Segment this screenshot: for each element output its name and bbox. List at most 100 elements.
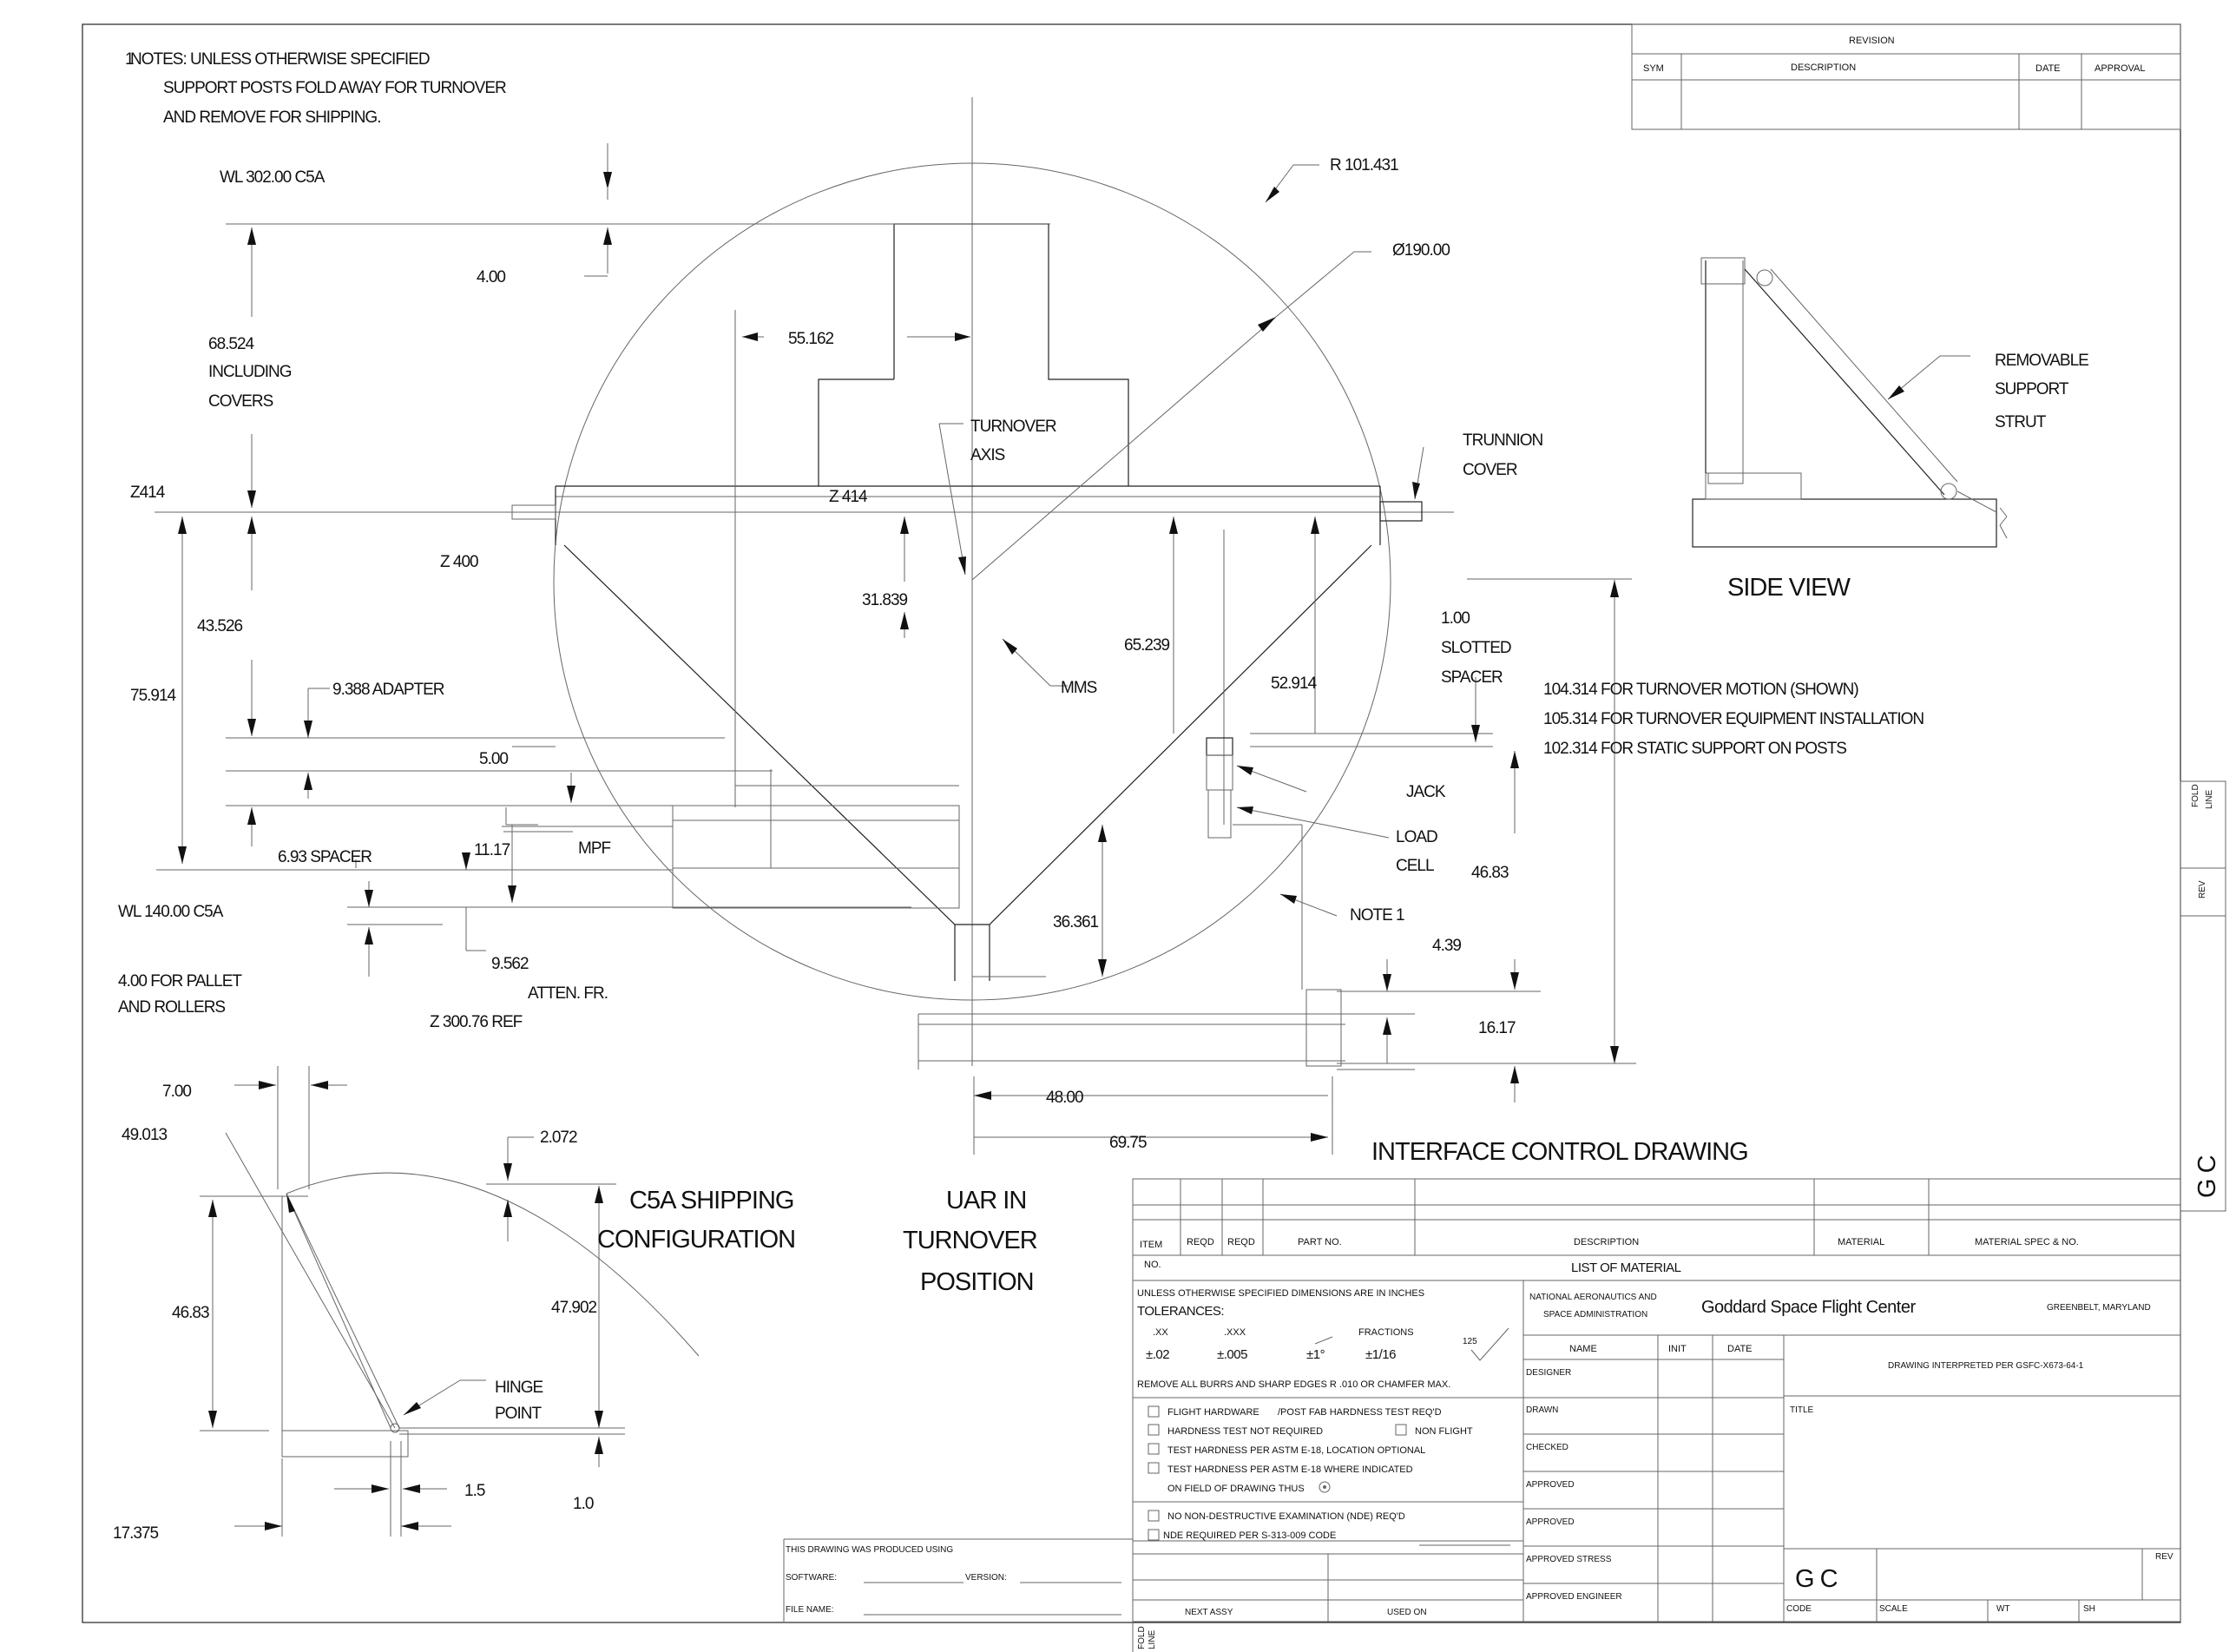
tb-on-field: ON FIELD OF DRAWING THUS <box>1167 1484 1305 1494</box>
label-wl140: WL 140.00 C5A <box>118 903 224 921</box>
label-spacer: SPACER <box>1441 668 1503 687</box>
tb-init: INIT <box>1668 1344 1687 1354</box>
side-view-drawing <box>1692 257 2008 548</box>
label-axis: AXIS <box>970 446 1005 464</box>
bottom-line: LINE <box>1148 1629 1157 1649</box>
label-z300: Z 300.76 REF <box>430 1013 523 1031</box>
label-1-0: 1.0 <box>573 1495 594 1513</box>
label-36-361: 36.361 <box>1053 913 1099 931</box>
tb-interpreted: DRAWING INTERPRETED PER GSFC-X673-64-1 <box>1888 1361 2084 1371</box>
label-hinge: HINGE <box>495 1379 543 1397</box>
caption-uar-in: UAR IN <box>946 1187 1026 1214</box>
tb-tol-xx: ±.02 <box>1146 1347 1169 1362</box>
label-atten-fr: ATTEN. FR. <box>528 984 608 1003</box>
tb-tol-fraction: ±1/16 <box>1365 1347 1396 1362</box>
tb-approved-2: APPROVED <box>1526 1517 1575 1527</box>
label-z414-left: Z414 <box>130 484 166 502</box>
notes-line-1: SUPPORT POSTS FOLD AWAY FOR TURNOVER <box>163 79 506 97</box>
tb-approved-stress: APPROVED STRESS <box>1526 1555 1612 1564</box>
side-view-strut: STRUT <box>1995 413 2047 431</box>
tb-gsfc: Goddard Space Flight Center <box>1701 1298 1916 1317</box>
revision-approval: APPROVAL <box>2095 63 2146 74</box>
label-1-00: 1.00 <box>1441 609 1470 628</box>
tb-item: ITEM <box>1140 1240 1162 1250</box>
caption-position: POSITION <box>920 1268 1034 1296</box>
tb-next-assy: NEXT ASSY <box>1185 1608 1233 1617</box>
label-note-1: NOTE 1 <box>1350 906 1404 925</box>
label-pallet-2: AND ROLLERS <box>118 998 225 1017</box>
tb-tol-xxx: ±.005 <box>1217 1347 1247 1362</box>
tb-unless: UNLESS OTHERWISE SPECIFIED DIMENSIONS AR… <box>1137 1288 1424 1299</box>
label-104-314: 104.314 FOR TURNOVER MOTION (SHOWN) <box>1543 681 1858 699</box>
label-43-526: 43.526 <box>197 617 243 635</box>
tb-date: DATE <box>1727 1344 1753 1354</box>
tb-tolerances: TOLERANCES: <box>1137 1304 1224 1319</box>
tb-tol-angle: ±1° <box>1306 1347 1325 1362</box>
tb-file-name: FILE NAME: <box>786 1605 834 1615</box>
tb-xxx: .XXX <box>1224 1327 1246 1338</box>
label-mms: MMS <box>1061 679 1097 697</box>
title-block-lines <box>783 780 2226 1652</box>
tb-burrs: REMOVE ALL BURRS AND SHARP EDGES R .010 … <box>1137 1379 1450 1390</box>
tb-approved-1: APPROVED <box>1526 1480 1575 1490</box>
side-fold: FOLD <box>2191 784 2200 807</box>
tb-reqd-1: REQD <box>1187 1237 1214 1247</box>
tb-software: SOFTWARE: <box>786 1573 837 1583</box>
label-z400: Z 400 <box>440 553 478 571</box>
side-rev: REV <box>2198 880 2207 898</box>
tb-used-on: USED ON <box>1387 1608 1427 1617</box>
label-r101: R 101.431 <box>1330 156 1398 174</box>
caption-c5a-shipping: C5A SHIPPING <box>629 1187 793 1214</box>
tb-fractions: FRACTIONS <box>1358 1327 1414 1338</box>
tb-nde-1: NO NON-DESTRUCTIVE EXAMINATION (NDE) REQ… <box>1167 1511 1405 1522</box>
tb-astm-1: TEST HARDNESS PER ASTM E-18, LOCATION OP… <box>1167 1445 1425 1456</box>
label-69-75: 69.75 <box>1109 1134 1147 1152</box>
label-2-072: 2.072 <box>540 1129 577 1147</box>
revision-block: REVISION SYM DESCRIPTION DATE APPROVAL <box>1631 23 2181 130</box>
tb-description: DESCRIPTION <box>1574 1237 1639 1247</box>
label-cover: COVER <box>1463 461 1517 479</box>
tb-list-of-material: LIST OF MATERIAL <box>1571 1260 1681 1275</box>
tb-nde-2: NDE REQUIRED PER S-313-009 CODE <box>1163 1530 1336 1541</box>
label-including: INCLUDING <box>208 363 292 381</box>
label-point: POINT <box>495 1405 542 1423</box>
label-5-00: 5.00 <box>479 750 508 768</box>
tb-non-flight: NON FLIGHT <box>1415 1426 1473 1437</box>
side-gc: G C <box>2193 1155 2221 1198</box>
note-number: 1 <box>125 50 134 69</box>
label-11-17: 11.17 <box>474 841 510 859</box>
label-65-239: 65.239 <box>1124 636 1170 655</box>
tb-material-spec: MATERIAL SPEC & NO. <box>1975 1237 2079 1247</box>
revision-sym: SYM <box>1643 63 1664 74</box>
label-wl302: WL 302.00 C5A <box>220 168 326 187</box>
tb-version: VERSION: <box>965 1573 1007 1583</box>
tb-approved-engineer: APPROVED ENGINEER <box>1526 1592 1622 1602</box>
tb-gc: G C <box>1795 1565 1838 1593</box>
side-view-title: SIDE VIEW <box>1727 574 1851 602</box>
notes-header: NOTES: UNLESS OTHERWISE SPECIFIED <box>130 50 430 69</box>
revision-title: REVISION <box>1849 36 1895 46</box>
tb-checked: CHECKED <box>1526 1443 1568 1452</box>
side-line: LINE <box>2205 789 2214 809</box>
label-1-5: 1.5 <box>464 1482 485 1500</box>
revision-date: DATE <box>2035 63 2061 74</box>
label-turnover: TURNOVER <box>970 418 1056 436</box>
label-7-00: 7.00 <box>162 1083 191 1101</box>
tb-name: NAME <box>1569 1344 1597 1354</box>
label-4-39: 4.39 <box>1432 937 1461 955</box>
tb-produced-using: THIS DRAWING WAS PRODUCED USING <box>786 1545 953 1555</box>
tb-code: CODE <box>1786 1604 1812 1614</box>
label-cell: CELL <box>1396 857 1434 875</box>
label-47-902: 47.902 <box>551 1299 597 1317</box>
label-17-375: 17.375 <box>113 1524 159 1543</box>
tb-designer: DESIGNER <box>1526 1368 1571 1378</box>
label-49-013: 49.013 <box>122 1126 168 1144</box>
label-mpf: MPF <box>578 839 611 858</box>
tb-astm-2: TEST HARDNESS PER ASTM E-18 WHERE INDICA… <box>1167 1464 1413 1475</box>
tb-finish: 125 <box>1463 1337 1477 1346</box>
label-slotted: SLOTTED <box>1441 639 1511 657</box>
tb-material: MATERIAL <box>1838 1237 1884 1247</box>
turnover-view <box>155 97 1636 1155</box>
label-16-17: 16.17 <box>1478 1019 1516 1037</box>
label-6-93-spacer: 6.93 SPACER <box>278 848 372 866</box>
